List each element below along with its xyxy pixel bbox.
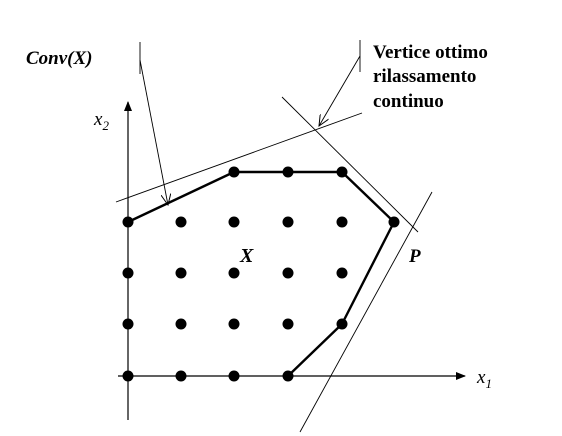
conv-label: Conv(X) xyxy=(26,48,93,69)
integer-point xyxy=(122,267,134,279)
integer-point xyxy=(282,166,294,178)
vertice-pointer-arrow xyxy=(319,55,361,126)
integer-point xyxy=(228,370,240,382)
set-x-label: X xyxy=(239,245,254,267)
integer-point xyxy=(122,318,134,330)
integer-point xyxy=(175,267,187,279)
integer-point xyxy=(336,166,348,178)
integer-point xyxy=(228,216,240,228)
x2-axis-label-main: x xyxy=(93,109,103,130)
integer-point xyxy=(175,216,187,228)
x2-axis-label: x2 xyxy=(93,109,109,133)
integer-point xyxy=(388,216,400,228)
vertice-label-line2: rilassamento xyxy=(373,66,476,87)
cutting-line-right xyxy=(281,96,419,233)
integer-point xyxy=(336,318,348,330)
lp-boundary-line xyxy=(299,191,433,433)
integer-point xyxy=(175,370,187,382)
integer-point xyxy=(228,166,240,178)
integer-point xyxy=(282,318,294,330)
integer-point xyxy=(175,318,187,330)
integer-point xyxy=(336,216,348,228)
integer-point xyxy=(122,216,134,228)
x1-axis-label-sub: 1 xyxy=(485,376,492,391)
vertice-label-line3: continuo xyxy=(373,91,444,112)
x2-axis-label-sub: 2 xyxy=(102,118,109,133)
convex-hull-boundary xyxy=(127,170,396,377)
integer-point xyxy=(336,267,348,279)
polytope-p-label: P xyxy=(408,246,421,267)
integer-points xyxy=(122,166,400,382)
vertice-label-line1: Vertice ottimo xyxy=(373,42,488,63)
integer-point xyxy=(282,216,294,228)
cutting-line-upper xyxy=(115,112,363,203)
integer-point xyxy=(282,370,294,382)
x1-axis-label: x1 xyxy=(476,367,492,391)
integer-point xyxy=(228,318,240,330)
x1-axis-label-main: x xyxy=(476,367,486,388)
conv-pointer-arrow xyxy=(139,59,168,205)
integer-point xyxy=(122,370,134,382)
integer-point xyxy=(282,267,294,279)
integer-point xyxy=(228,267,240,279)
